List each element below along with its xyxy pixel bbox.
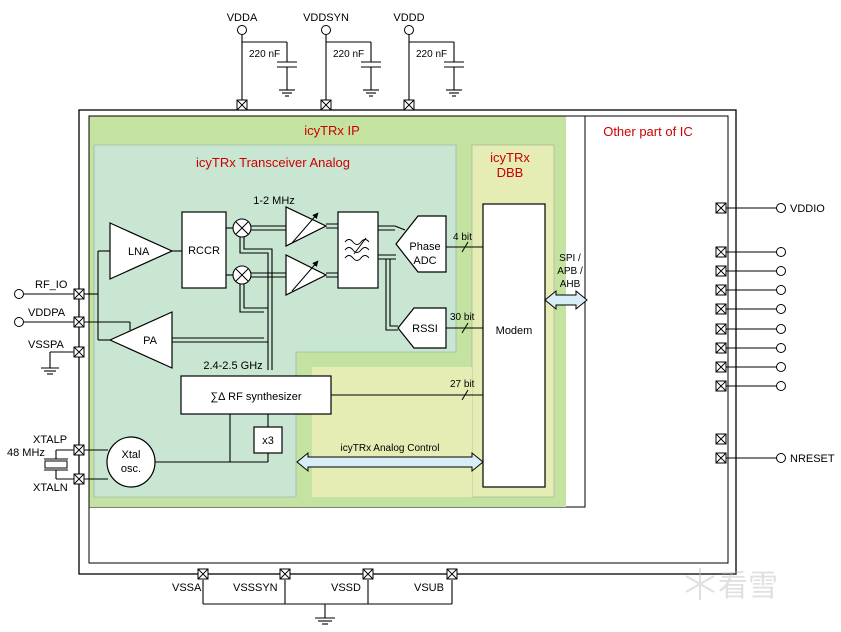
pa-label: PA: [143, 335, 158, 347]
left-pins: RF_IO VDDPA VSSPA XTALP 48 MHz XTALN: [7, 279, 85, 494]
phase-adc-label-line2: ADC: [413, 255, 436, 267]
right-pins: VDDIO NRESET: [715, 202, 835, 465]
lna-label: LNA: [128, 246, 150, 258]
pin-label-vssd: VSSD: [331, 582, 361, 594]
x3-label: x3: [262, 435, 274, 447]
xtal-label-line1: Xtal: [122, 449, 141, 461]
phase-adc-label-line1: Phase: [409, 241, 440, 253]
pin-label-vddpa: VDDPA: [28, 307, 66, 319]
supply-vdda: VDDA 220 nF: [227, 12, 297, 111]
mixer-i: [232, 218, 252, 238]
host-bus-label-line2: APB /: [557, 266, 583, 277]
rccr-block: [181, 211, 227, 289]
if-frequency-label: 1-2 MHz: [253, 195, 295, 207]
host-bus-label-line1: SPI /: [559, 253, 581, 264]
bus-30-label: 30 bit: [450, 312, 475, 323]
watermark-text: 看雪: [718, 569, 778, 604]
bus-4-label: 4 bit: [453, 232, 472, 243]
snowflake-icon: [685, 568, 715, 600]
watermark: 看雪: [685, 568, 778, 604]
analog-control-region: [312, 367, 472, 497]
ip-title: icyTRx IP: [304, 123, 360, 138]
bus-27-label: 27 bit: [450, 379, 475, 390]
pin-label-vsub: VSUB: [414, 582, 444, 594]
supply-vddd: VDDD 220 nF: [393, 12, 464, 111]
pin-label-rf-io: RF_IO: [35, 279, 68, 291]
other-ic-title: Other part of IC: [603, 124, 693, 139]
supply-label: VDDSYN: [303, 12, 349, 24]
dbb-title-line1: icyTRx: [490, 150, 530, 165]
xtal-label-line2: osc.: [121, 463, 141, 475]
pin-label-xtaln: XTALN: [33, 482, 68, 494]
phase-adc-block: [395, 215, 447, 273]
supply-label: VDDA: [227, 12, 258, 24]
modem-block: [482, 203, 546, 488]
rccr-label: RCCR: [188, 245, 220, 257]
rf-frequency-label: 2.4-2.5 GHz: [203, 360, 262, 372]
pin-label-vssa: VSSA: [172, 582, 202, 594]
host-bus-label-line3: AHB: [560, 279, 581, 290]
dbb-title-line2: DBB: [497, 165, 524, 180]
cap-label: 220 nF: [249, 49, 280, 60]
mixer-q: [232, 265, 252, 285]
analog-control-bus-arrow: [296, 451, 484, 473]
rf-synthesizer-block: [180, 375, 332, 415]
cap-label: 220 nF: [416, 49, 447, 60]
crystal-frequency: 48 MHz: [7, 447, 45, 459]
gpio-pins: [715, 246, 786, 445]
supply-vddsyn: VDDSYN 220 nF: [303, 12, 381, 111]
rf-synthesizer-label: ∑∆ RF synthesizer: [211, 391, 302, 403]
lna-block: [109, 222, 174, 280]
host-bus-arrow: [544, 289, 588, 311]
pin-label-vddio: VDDIO: [790, 203, 825, 215]
pin-label-xtalp: XTALP: [33, 434, 67, 446]
analog-title: icyTRx Transceiver Analog: [196, 155, 350, 170]
channel-filter-block: [337, 211, 379, 289]
modem-label: Modem: [496, 325, 533, 337]
bottom-pins: VSSA VSSSYN VSSD VSUB: [172, 568, 458, 625]
pa-block: [108, 311, 173, 369]
filter-icon: [344, 237, 370, 261]
analog-control-label: icyTRx Analog Control: [341, 443, 440, 454]
rssi-label: RSSI: [412, 323, 438, 335]
supply-label: VDDD: [393, 12, 424, 24]
cap-label: 220 nF: [333, 49, 364, 60]
crystal-icon: [44, 460, 68, 469]
pin-label-nreset: NRESET: [790, 453, 835, 465]
xtal-oscillator-block: [106, 436, 156, 488]
pin-label-vsspa: VSSPA: [28, 339, 65, 351]
pin-label-vsssyn: VSSSYN: [233, 582, 278, 594]
